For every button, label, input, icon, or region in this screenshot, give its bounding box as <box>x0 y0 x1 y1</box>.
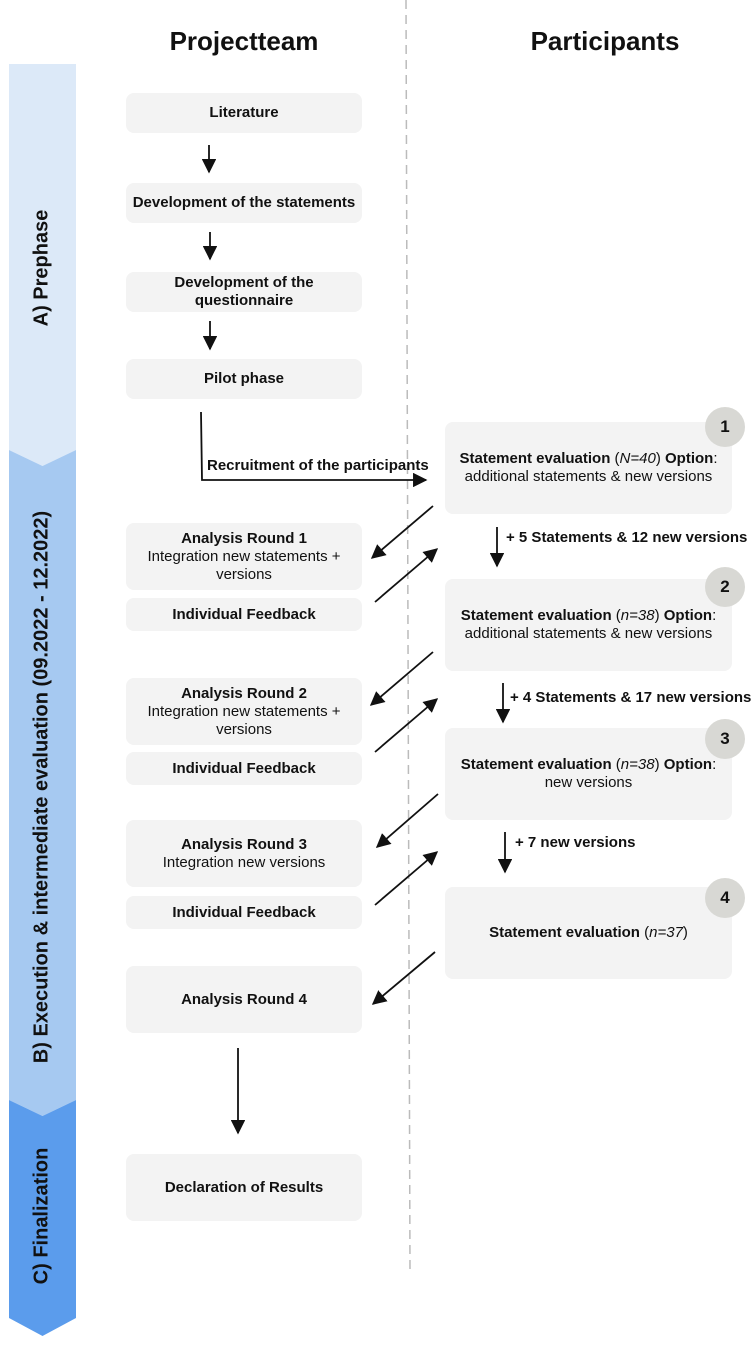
phase-c-bar <box>9 1100 76 1336</box>
evaluation-4-line1: Statement evaluation (n=37) <box>489 924 688 941</box>
analysis-round-3-sub: Integration new versions <box>162 853 326 871</box>
evaluation-2-line2: additional statements & new versions <box>464 625 713 642</box>
arrow-eval2-to-analysis2 <box>369 651 434 706</box>
round-badge-3: 3 <box>705 719 745 759</box>
delta-2-label: + 4 Statements & 17 new versions <box>510 689 752 706</box>
arrow-feedback1-to-eval2 <box>374 548 439 603</box>
literature-box: Literature <box>126 93 362 133</box>
evaluation-2-line1: Statement evaluation (n=38) Option: <box>460 607 717 624</box>
arrow-feedback3-to-eval4 <box>374 851 439 906</box>
evaluation-3-box: Statement evaluation (n=38) Option: new … <box>445 728 732 820</box>
phase-a-bar <box>9 64 76 466</box>
literature-text: Literature <box>209 104 279 121</box>
arrow-feedback2-to-eval3 <box>374 698 439 753</box>
analysis-round-4-title: Analysis Round 4 <box>181 990 307 1008</box>
evaluation-1-line2: additional statements & new versions <box>464 468 713 485</box>
participants-header: Participants <box>530 26 680 56</box>
dev-statements-text: Development of the statements <box>132 194 356 211</box>
round-badge-2: 2 <box>705 567 745 607</box>
analysis-round-2-sub: Integration new statements + versions <box>147 702 341 738</box>
recruitment-label: Recruitment of the participants <box>207 457 429 474</box>
analysis-round-1-sub: Integration new statements + versions <box>147 547 341 583</box>
arrow-eval4-to-analysis4 <box>371 951 436 1005</box>
analysis-round-1-box: Analysis Round 1 Integration new stateme… <box>126 523 362 590</box>
arrow-eval3-to-analysis3 <box>375 793 439 848</box>
analysis-round-2-box: Analysis Round 2 Integration new stateme… <box>126 678 362 745</box>
evaluation-2-box: Statement evaluation (n=38) Option: addi… <box>445 579 732 671</box>
dev-questionnaire-text: Development of the questionnaire <box>174 274 314 309</box>
evaluation-3-line1: Statement evaluation (n=38) Option: <box>460 756 717 773</box>
projectteam-header: Projectteam <box>169 26 319 56</box>
arrow-eval1-to-analysis1 <box>370 505 434 559</box>
feedback-3-text: Individual Feedback <box>172 903 316 921</box>
analysis-round-3-title: Analysis Round 3 <box>181 835 307 853</box>
delta-1-label: + 5 Statements & 12 new versions <box>506 529 748 546</box>
evaluation-3-line2: new versions <box>544 774 633 791</box>
results-box: Declaration of Results <box>126 1154 362 1221</box>
feedback-2-box: Individual Feedback <box>126 752 362 785</box>
analysis-round-4-box: Analysis Round 4 <box>126 966 362 1033</box>
feedback-3-box: Individual Feedback <box>126 896 362 929</box>
pilot-box: Pilot phase <box>126 359 362 399</box>
phase-b-bar <box>9 450 76 1116</box>
evaluation-1-line1: Statement evaluation (N=40) Option: <box>459 450 718 467</box>
evaluation-4-box: Statement evaluation (n=37) <box>445 887 732 979</box>
feedback-1-text: Individual Feedback <box>172 605 316 623</box>
round-badge-4: 4 <box>705 878 745 918</box>
column-divider <box>405 0 411 1273</box>
analysis-round-1-title: Analysis Round 1 <box>181 529 307 547</box>
results-text: Declaration of Results <box>164 1178 324 1196</box>
dev-questionnaire-box: Development of the questionnaire <box>126 272 362 312</box>
feedback-1-box: Individual Feedback <box>126 598 362 631</box>
analysis-round-2-title: Analysis Round 2 <box>181 684 307 702</box>
phase-bar <box>9 64 76 1336</box>
feedback-2-text: Individual Feedback <box>172 759 316 777</box>
evaluation-1-box: Statement evaluation (N=40) Option: addi… <box>445 422 732 514</box>
arrow-recruitment <box>200 411 428 488</box>
delta-3-label: + 7 new versions <box>515 834 636 851</box>
pilot-text: Pilot phase <box>203 370 285 387</box>
analysis-round-3-box: Analysis Round 3 Integration new version… <box>126 820 362 887</box>
round-badge-1: 1 <box>705 407 745 447</box>
dev-statements-box: Development of the statements <box>126 183 362 223</box>
